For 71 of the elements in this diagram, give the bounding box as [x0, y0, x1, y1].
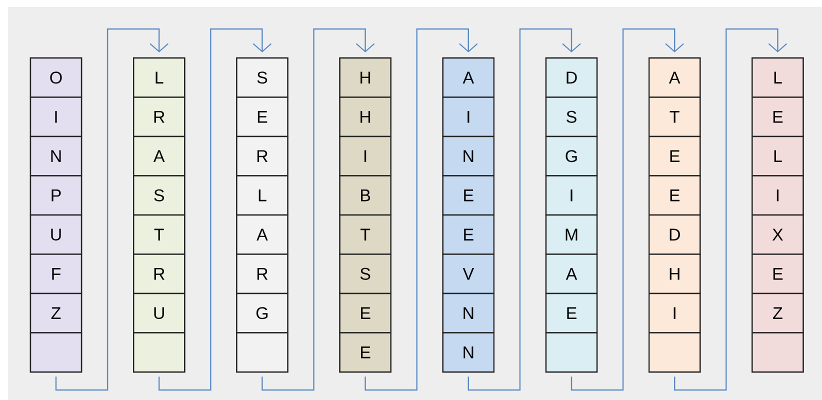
letter-cell: T: [339, 214, 392, 255]
connector-arrow: [262, 28, 375, 391]
letter-cell: I: [442, 96, 494, 138]
letter-cell: E: [648, 175, 701, 216]
letter-cell: E: [236, 96, 288, 138]
connector-arrow: [674, 28, 788, 391]
letter-cell: H: [339, 96, 392, 138]
letter-cell: E: [648, 136, 701, 176]
letter-cell: R: [133, 96, 186, 138]
letter-cell: R: [236, 254, 288, 294]
letter-cell: E: [442, 175, 494, 216]
letter-cell: E: [442, 214, 494, 255]
letter-cell: G: [236, 292, 288, 334]
empty-cell: [236, 332, 288, 373]
connector-arrow: [55, 28, 168, 391]
letter-cell: I: [648, 292, 701, 334]
letter-cell: H: [648, 254, 701, 294]
connector-arrow: [570, 28, 684, 391]
letter-cell: Z: [752, 292, 804, 334]
letter-cell: E: [752, 254, 804, 294]
letter-cell: G: [545, 136, 598, 176]
letter-cell: Z: [30, 292, 82, 334]
letter-cell: D: [545, 57, 598, 98]
letter-cell: U: [133, 292, 186, 334]
letter-cell: E: [752, 96, 804, 138]
letter-cell: A: [442, 57, 494, 98]
empty-cell: [752, 332, 804, 373]
empty-cell: [545, 332, 598, 373]
letter-cell: N: [442, 136, 494, 176]
connector-arrow: [158, 28, 272, 391]
letter-cell: R: [133, 254, 186, 294]
letter-cell: N: [442, 332, 494, 373]
letter-cell: S: [236, 57, 288, 98]
letter-cell: H: [339, 57, 392, 98]
letter-cell: I: [545, 175, 598, 216]
letter-cell: S: [339, 254, 392, 294]
letter-cell: A: [545, 254, 598, 294]
letter-cell: L: [752, 57, 804, 98]
letter-cell: E: [339, 292, 392, 334]
letter-cell: A: [236, 214, 288, 255]
letter-cell: B: [339, 175, 392, 216]
letter-cell: O: [30, 57, 82, 98]
letter-cell: L: [752, 136, 804, 176]
empty-cell: [133, 332, 186, 373]
letter-cell: N: [442, 292, 494, 334]
letter-cell: T: [133, 214, 186, 255]
letter-cell: F: [30, 254, 82, 294]
letter-cell: X: [752, 214, 804, 255]
connector-arrow: [468, 28, 581, 391]
letter-cell: L: [236, 175, 288, 216]
letter-cell: U: [30, 214, 82, 255]
letter-cell: D: [648, 214, 701, 255]
letter-cell: E: [339, 332, 392, 373]
letter-cell: L: [133, 57, 186, 98]
letter-cell: R: [236, 136, 288, 176]
letter-cell: V: [442, 254, 494, 294]
letter-cell: P: [30, 175, 82, 216]
empty-cell: [648, 332, 701, 373]
letter-cell: T: [648, 96, 701, 138]
empty-cell: [30, 332, 82, 373]
letter-cell: I: [752, 175, 804, 216]
letter-cell: S: [133, 175, 186, 216]
letter-cell: N: [30, 136, 82, 176]
letter-cell: E: [545, 292, 598, 334]
letter-cell: A: [648, 57, 701, 98]
letter-cell: I: [339, 136, 392, 176]
letter-cell: A: [133, 136, 186, 176]
letter-cell: I: [30, 96, 82, 138]
connector-arrow: [364, 28, 478, 391]
letter-cell: M: [545, 214, 598, 255]
letter-cell: S: [545, 96, 598, 138]
